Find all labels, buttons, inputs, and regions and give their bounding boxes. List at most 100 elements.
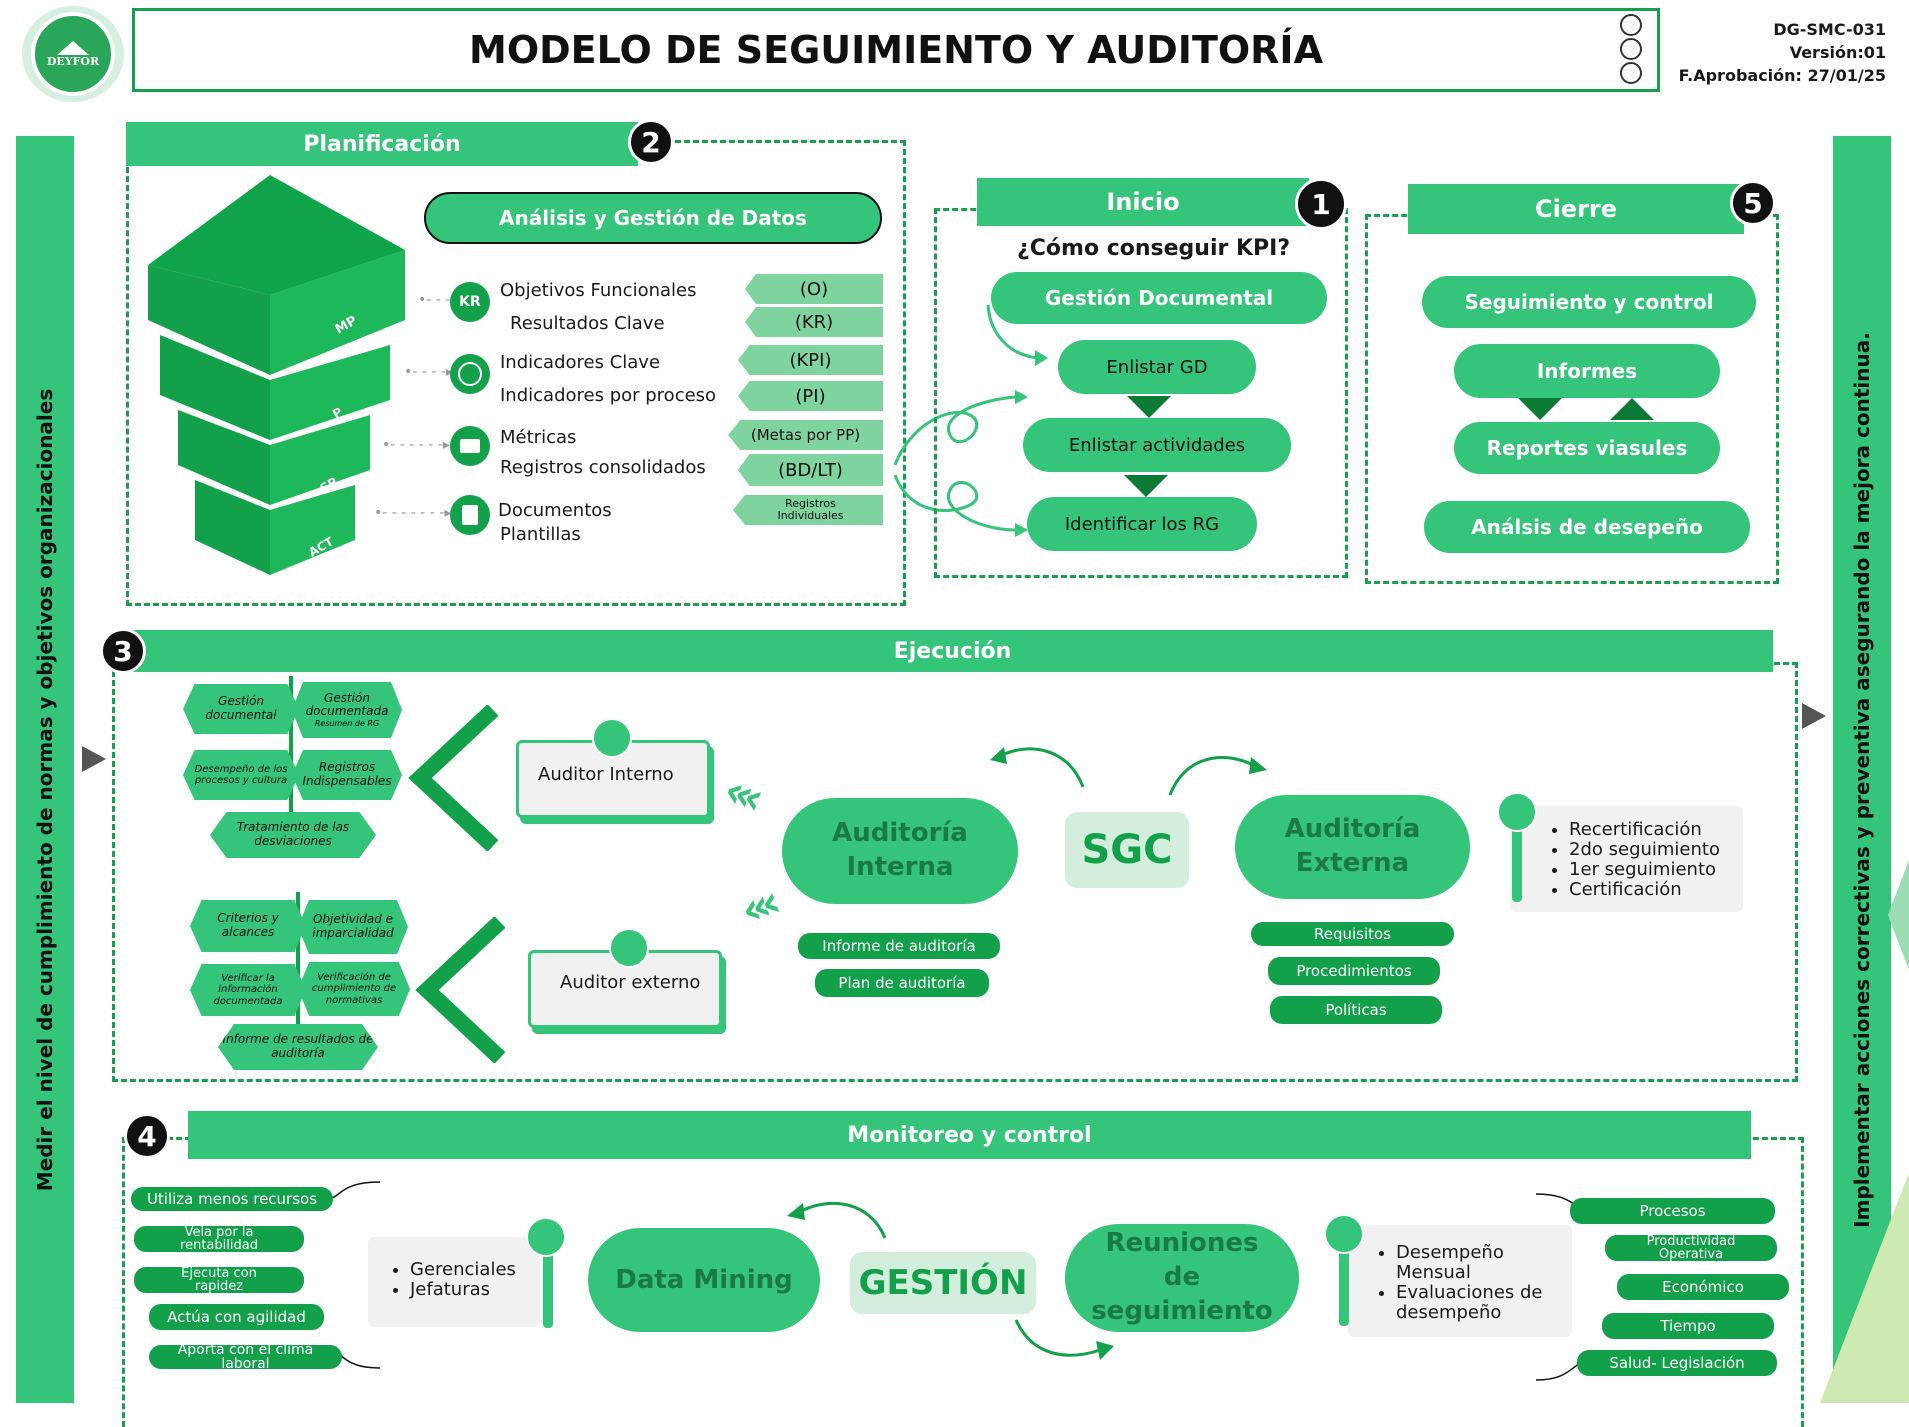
pin-icon [609,928,649,968]
gestion-box: GESTIÓN [850,1252,1036,1314]
auditoria-externa-pill: Auditoría Externa [1235,795,1470,899]
pin-icon [1497,792,1537,832]
pin-icon [592,718,632,758]
down-arrow-icon [1124,475,1168,497]
doc-version: Versión:01 [1789,43,1886,62]
inicio-title: Inicio [1106,188,1180,216]
left-side-bar [16,136,74,1403]
enlistar-gd-label: Enlistar GD [1106,356,1208,378]
analisis-datos-pill: Análisis y Gestión de Datos [424,192,882,244]
plan-auditoria-tag: Plan de auditoría [815,969,989,997]
tag-bd-label: (BD/LT) [778,459,843,481]
tag-registros: Registros Individuales [733,495,883,525]
pin-icon [1324,1214,1364,1254]
reportes-visuales-label: Reportes viasules [1486,436,1688,460]
identificar-rg-label: Identificar los RG [1064,513,1220,535]
up-arrow-icon [1610,398,1654,420]
down-arrow-icon [1127,396,1171,418]
audience-item: Jefaturas [410,1280,516,1300]
tag-metas-label: (Metas por PP) [750,426,861,444]
row4-line1: Documentos [498,500,612,521]
cert-icons [1620,14,1644,84]
pin-bar [543,1232,553,1328]
tag-pi-label: (PI) [795,385,826,407]
tag-procesos: Procesos [1570,1198,1775,1224]
logo: DEYFOR [22,6,124,102]
certificacion-card [1510,806,1743,912]
target-icon [450,354,490,394]
pin-icon [526,1217,566,1257]
connector: •- - - - - -▸ [382,437,450,453]
left-side-text: Medir el nivel de cumplimiento de normas… [33,388,57,1192]
gestion-documental-label: Gestión Documental [1044,286,1274,310]
tag-metas: (Metas por PP) [728,420,883,450]
politicas-tag: Políticas [1270,996,1442,1024]
hex-tratamiento-desviaciones: Tratamiento de las desviaciones [210,812,376,858]
tag-registros-label: Registros Individuales [777,497,844,522]
seguimiento-control-pill: Seguimiento y control [1422,276,1756,328]
procedimientos-tag: Procedimientos [1268,957,1440,985]
cert-item: 1er seguimiento [1569,860,1720,880]
curve-arrow [986,304,1048,366]
audience-card [368,1237,540,1327]
data-mining-label: Data Mining [615,1265,793,1295]
step-2-badge: 2 [628,119,674,165]
hex-informe-resultados: Informe de resultados de auditoría [218,1024,378,1070]
connector: •- - - -▸ [404,364,453,380]
swirl-arrows [893,390,1028,537]
sgc-label: SGC [1081,827,1173,873]
arrow-right-icon [82,746,106,772]
seguimiento-control-label: Seguimiento y control [1464,290,1714,314]
house-icon [57,40,89,55]
chevron-left-icon [415,917,505,1063]
cierre-title: Cierre [1534,195,1618,223]
row3-line2: Registros consolidados [500,457,706,478]
informes-pill: Informes [1454,344,1720,398]
page-title: MODELO DE SEGUIMIENTO Y AUDITORÍA [469,28,1323,72]
enlistar-gd-button[interactable]: Enlistar GD [1058,340,1256,394]
planificacion-title: Planificación [303,131,461,157]
pyramid [140,175,420,585]
cert-item: Certificación [1569,880,1720,900]
certificacion-list: Recertificación 2do seguimiento 1er segu… [1545,820,1720,900]
enlistar-actividades-button[interactable]: Enlistar actividades [1023,418,1291,472]
auditoria-externa-label: Auditoría Externa [1284,814,1421,878]
seal-icon [1620,62,1642,84]
row4-line2: Plantillas [500,524,581,545]
logo-text: DEYFOR [46,54,100,68]
tag-economico: Económico [1617,1274,1789,1300]
sgc-box: SGC [1065,812,1189,888]
curve-arrow-left [990,747,1085,788]
auditor-interno-label: Auditor Interno [538,764,674,785]
row1-line2: Resultados Clave [510,313,665,334]
right-side-bar [1833,136,1891,1403]
pin-bar [1512,800,1522,902]
analisis-datos-label: Análisis y Gestión de Datos [499,206,807,230]
right-side-text: Implementar acciones correctivas y preve… [1850,332,1874,1228]
tag-kpi-label: (KPI) [789,349,832,371]
audience-item: Gerenciales [410,1260,516,1280]
inicio-header: Inicio [977,178,1309,226]
identificar-rg-button[interactable]: Identificar los RG [1027,497,1257,551]
row2-line2: Indicadores por proceso [500,385,717,406]
analisis-desempeno-pill: Análsis de desepeño [1424,501,1750,553]
row2-line1: Indicadores Clave [500,352,661,373]
auditor-externo-label: Auditor externo [560,972,701,993]
monitoreo-title: Monitoreo y control [847,1122,1092,1148]
step-3-badge: 3 [100,628,146,674]
tag-rapidez: Ejecuta con rapidez [134,1267,304,1293]
tag-bd: (BD/LT) [738,454,883,486]
hex-gestion-documentada: Gestión documentada Resumen de RG [292,682,402,738]
tag-productividad: Productividad Operativa [1605,1235,1777,1261]
auditoria-interna-pill: Auditoría Interna [782,798,1018,904]
seal-icon [1620,38,1642,60]
gestion-label: GESTIÓN [858,1263,1028,1303]
curve-arrow-right [1014,1319,1114,1360]
pin-bar [1339,1222,1349,1326]
tag-o: (O) [745,274,883,304]
document-icon [450,495,490,535]
tag-pi: (PI) [738,381,883,411]
gestion-documental-pill: Gestión Documental [991,272,1327,324]
cert-item: Recertificación [1569,820,1720,840]
planificacion-header: Planificación [126,122,638,166]
